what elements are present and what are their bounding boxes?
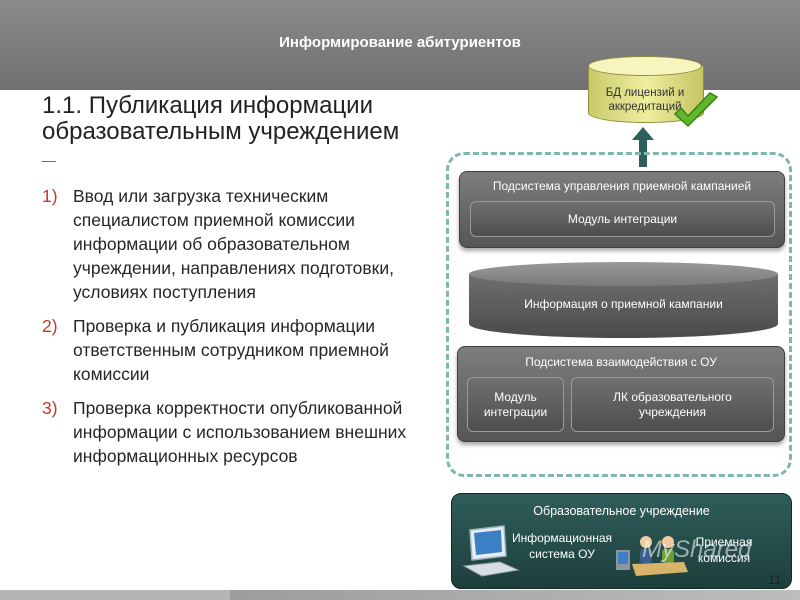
- school-title: Образовательное учреждение: [452, 504, 791, 518]
- integration-module-box: Модуль интеграции: [467, 377, 564, 432]
- footer-accent: [0, 590, 230, 600]
- checkmark-icon: [672, 92, 720, 132]
- campaign-info-storage: Информация о приемной кампании: [469, 262, 778, 339]
- slide-title: 1.1. Публикация информации образовательн…: [42, 93, 442, 145]
- list-number: 3): [42, 396, 58, 420]
- admission-subsystem-title: Подсистема управления приемной кампанией: [460, 179, 784, 193]
- info-system-label: Информационная система ОУ: [507, 530, 617, 562]
- storage-cap: [469, 262, 778, 286]
- interaction-subsystem-title: Подсистема взаимодействия с ОУ: [458, 355, 784, 369]
- admission-subsystem-panel: Подсистема управления приемной кампанией…: [459, 171, 785, 248]
- school-cabinet-box: ЛК образовательного учреждения: [571, 377, 774, 432]
- list-item: 2) Проверка и публикация информации отве…: [42, 314, 412, 386]
- database-cap: [588, 56, 702, 76]
- page-number: 11: [768, 572, 782, 587]
- campaign-info-label: Информация о приемной кампании: [469, 297, 778, 311]
- list-item: 3) Проверка корректности опубликованной …: [42, 396, 412, 468]
- list-text: Проверка корректности опубликованной инф…: [73, 398, 406, 466]
- list-text: Ввод или загрузка техническим специалист…: [73, 186, 394, 302]
- interaction-subsystem-panel: Подсистема взаимодействия с ОУ Модуль ин…: [457, 346, 785, 442]
- steps-list: 1) Ввод или загрузка техническим специал…: [42, 184, 412, 478]
- integration-module-box: Модуль интеграции: [470, 201, 775, 237]
- title-dash: —: [42, 153, 56, 167]
- list-number: 1): [42, 184, 58, 208]
- watermark: MyShared: [642, 536, 751, 564]
- header-title: Информирование абитуриентов: [0, 34, 800, 51]
- list-item: 1) Ввод или загрузка техническим специал…: [42, 184, 412, 304]
- list-number: 2): [42, 314, 58, 338]
- list-text: Проверка и публикация информации ответст…: [73, 316, 389, 384]
